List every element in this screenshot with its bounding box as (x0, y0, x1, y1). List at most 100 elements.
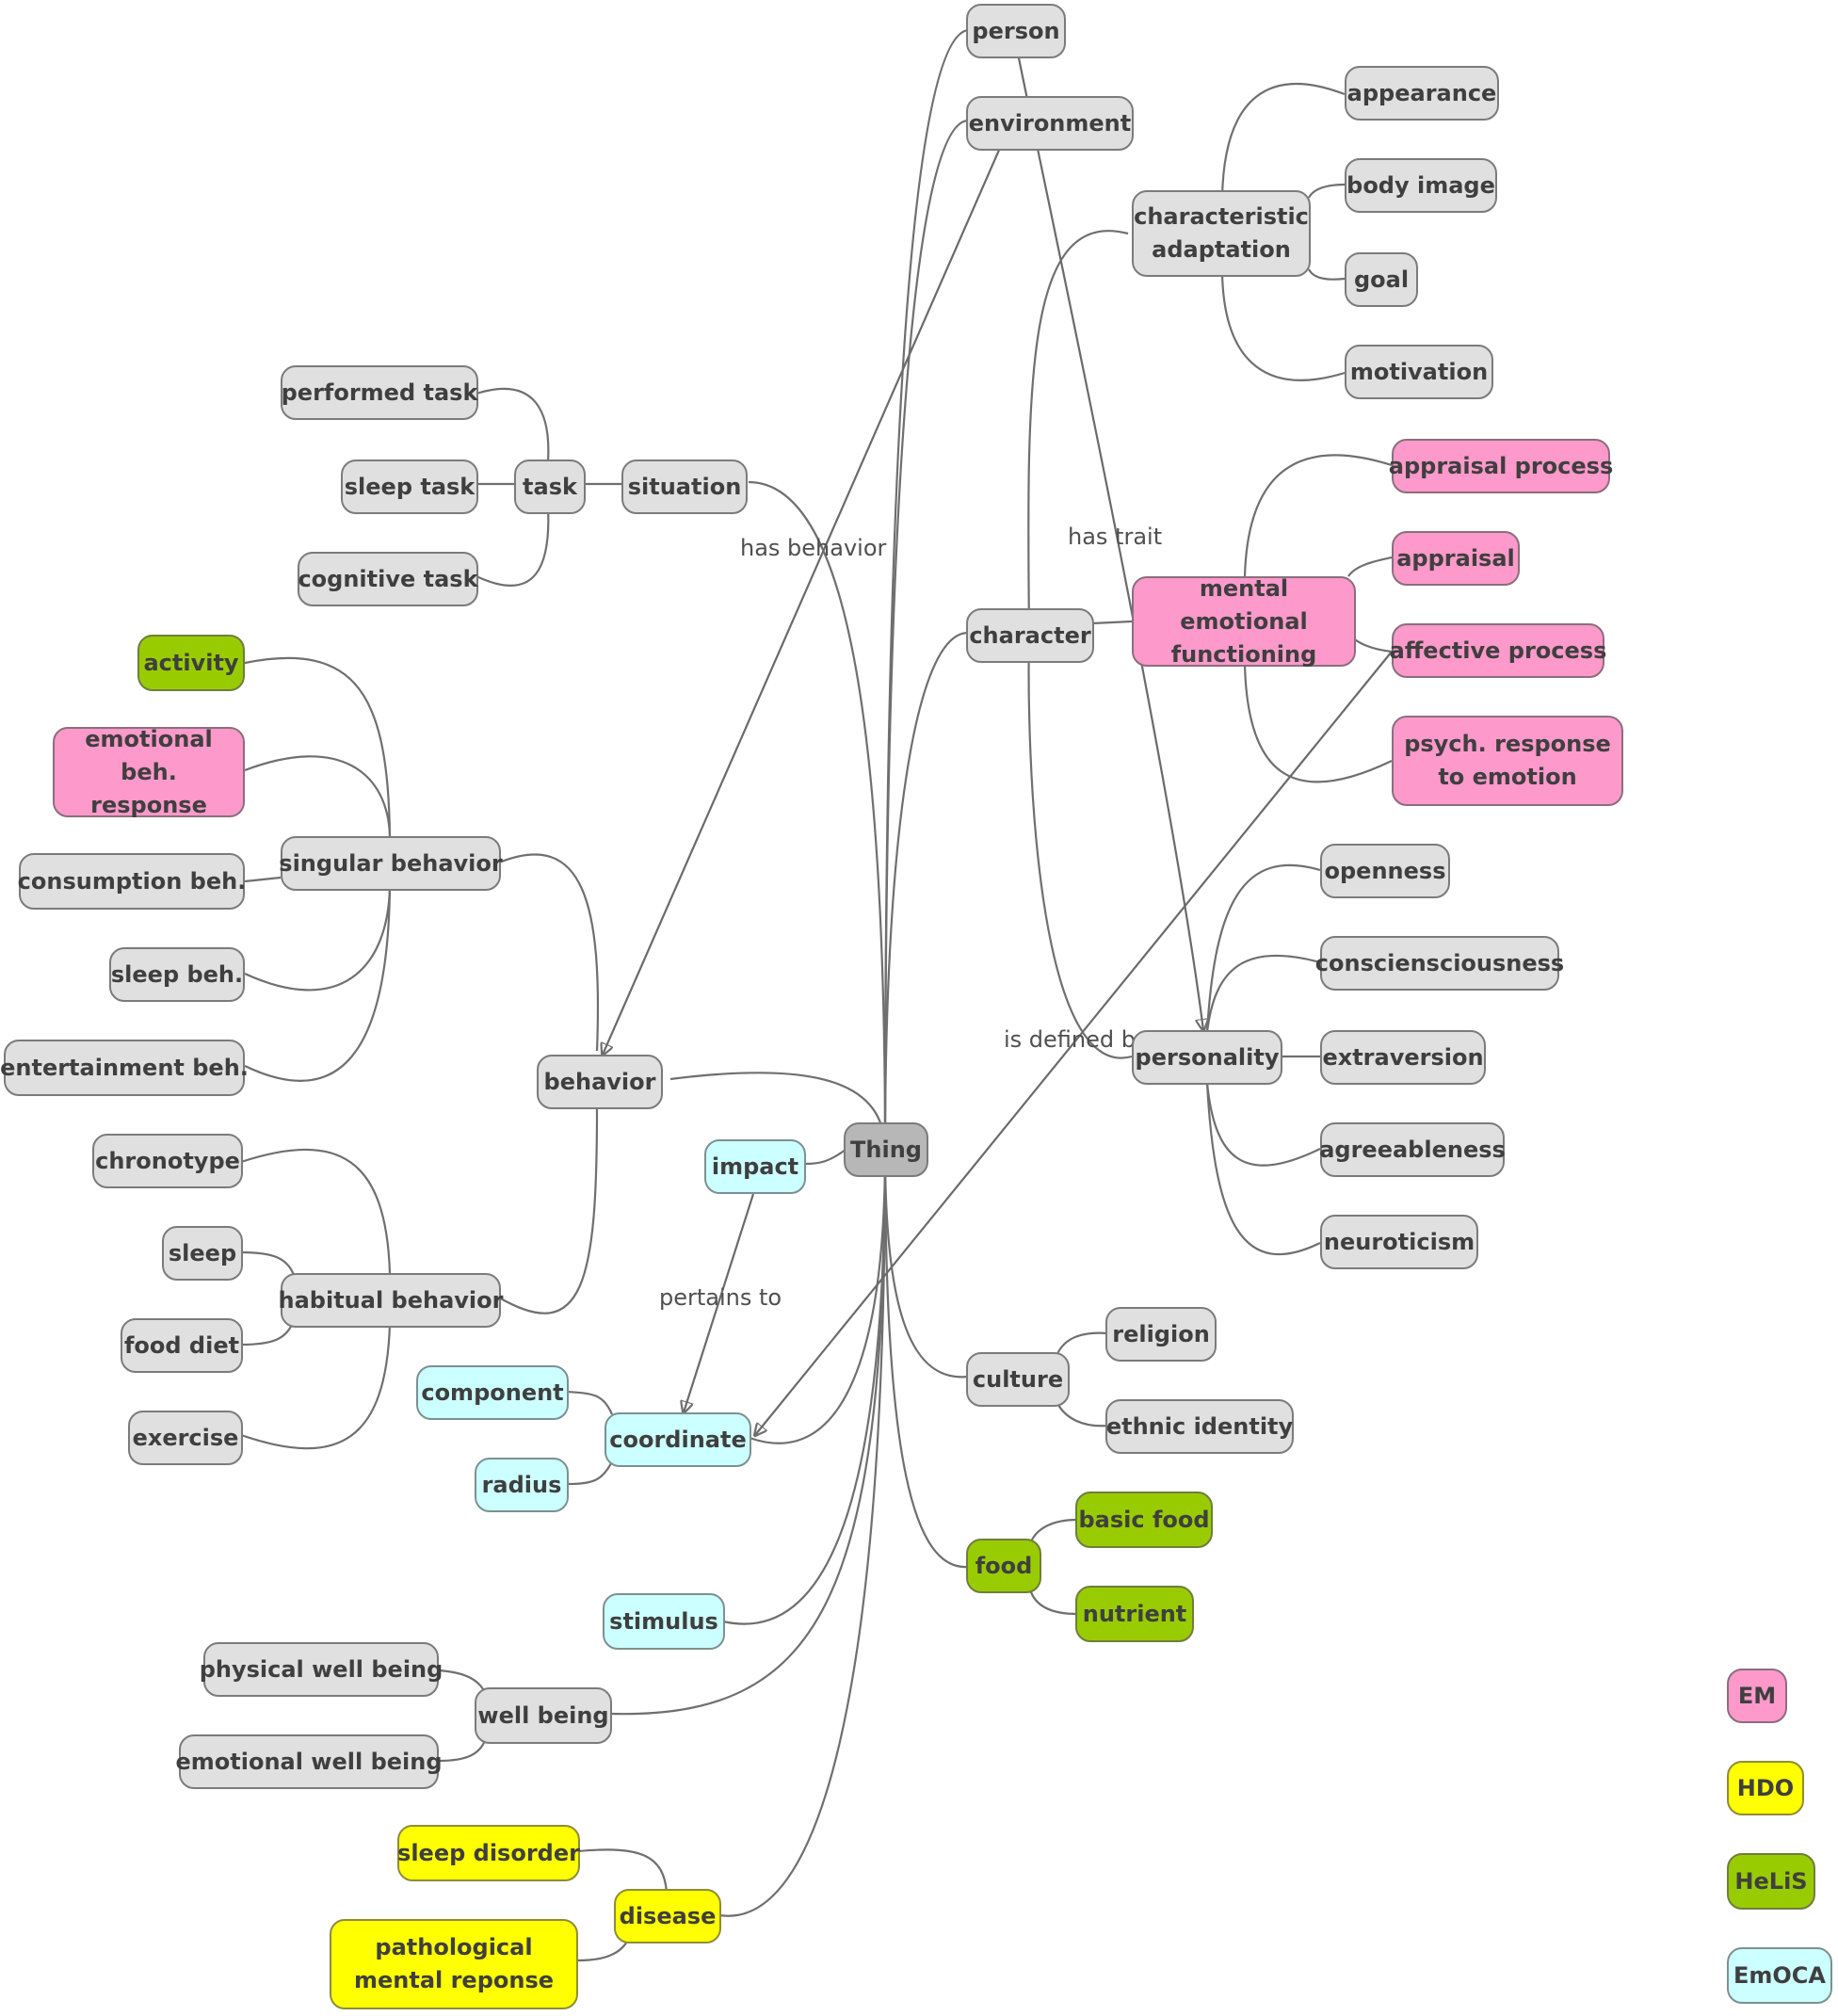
edge-thing-well-being (609, 1150, 887, 1716)
node-consumption-beh[interactable]: consumption beh. (18, 853, 246, 910)
edge-food-nutrient (1028, 1589, 1078, 1616)
node-body-image[interactable]: body image (1345, 158, 1497, 213)
edge-thing-environment (883, 119, 969, 1152)
node-openness[interactable]: openness (1320, 844, 1450, 898)
node-nutrient[interactable]: nutrient (1075, 1586, 1194, 1642)
edge-culture-ethnic (1055, 1400, 1108, 1427)
node-emotional-beh-response[interactable]: emotional beh. response (53, 726, 245, 818)
node-characteristic-adaptation[interactable]: characteristic adaptation (1132, 190, 1311, 277)
edge-thing-person (883, 28, 969, 1152)
edge-thing-impact (805, 1149, 846, 1166)
edge-mef-appraisal (1347, 556, 1393, 577)
edge-task-cognitive (476, 506, 550, 587)
node-disease[interactable]: disease (614, 1889, 721, 1943)
node-task[interactable]: task (514, 460, 586, 514)
edge-singular-entertainment (244, 886, 392, 1082)
edge-coordinate-radius (568, 1460, 613, 1486)
edge-personality-openness (1205, 863, 1321, 1033)
node-appraisal[interactable]: appraisal (1392, 531, 1520, 586)
edge-charadapt-goal (1308, 268, 1346, 281)
node-habitual-behavior[interactable]: habitual behavior (279, 1273, 503, 1328)
node-performed-task[interactable]: performed task (281, 365, 478, 420)
node-sleep-task[interactable]: sleep task (341, 460, 478, 514)
node-appraisal-process[interactable]: appraisal process (1389, 439, 1613, 493)
edge-env-charadapt (1027, 230, 1129, 634)
node-sleep[interactable]: sleep (162, 1226, 243, 1281)
edge-thing-situation (748, 480, 887, 1152)
edge-task-performed (476, 387, 550, 462)
node-neuroticism[interactable]: neuroticism (1320, 1215, 1478, 1269)
node-chronotype[interactable]: chronotype (92, 1134, 243, 1188)
edge-character-mef (1091, 620, 1133, 625)
node-culture[interactable]: culture (966, 1352, 1070, 1407)
relation-label-is-defined-by: is defined by (1004, 1026, 1150, 1053)
node-behavior[interactable]: behavior (537, 1055, 663, 1109)
edge-culture-religion (1055, 1331, 1108, 1357)
relation-label-has-behavior: has behavior (740, 535, 887, 561)
edge-food-basicfood (1028, 1518, 1078, 1545)
edge-coordinate-component (566, 1390, 614, 1415)
node-basic-food[interactable]: basic food (1075, 1492, 1213, 1548)
node-activity[interactable]: activity (137, 635, 245, 691)
node-consciensciousness[interactable]: consciensciousness (1315, 936, 1564, 991)
node-environment[interactable]: environment (966, 96, 1134, 151)
edge-mef-psych (1243, 664, 1393, 783)
edge-singular-emotional (244, 755, 392, 837)
edge-singular-activity (244, 656, 392, 837)
edge-personality-agreeableness (1205, 1082, 1321, 1167)
node-emotional-well-being[interactable]: emotional well being (175, 1734, 443, 1789)
edge-charadapt-appearance (1220, 82, 1346, 199)
edge-behavior-singular (498, 853, 600, 1052)
edge-charadapt-bodyimage (1308, 183, 1346, 199)
node-well-being[interactable]: well being (475, 1687, 612, 1744)
edge-behavior-habitual (498, 1108, 599, 1314)
node-affective-process[interactable]: affective process (1390, 623, 1606, 678)
node-physical-well-being[interactable]: physical well being (200, 1642, 443, 1697)
node-exercise[interactable]: exercise (128, 1411, 243, 1465)
node-stimulus[interactable]: stimulus (603, 1593, 725, 1650)
edge-thing-coordinate (749, 1150, 887, 1444)
node-extraversion[interactable]: extraversion (1320, 1030, 1486, 1085)
node-motivation[interactable]: motivation (1345, 345, 1493, 399)
node-agreeableness[interactable]: agreeableness (1319, 1122, 1506, 1177)
node-mental-emotional-functioning[interactable]: mental emotional functioning (1132, 575, 1356, 668)
node-singular-behavior[interactable]: singular behavior (279, 836, 503, 891)
node-situation[interactable]: situation (621, 460, 748, 514)
legend-helis: HeLiS (1727, 1853, 1815, 1910)
node-psych-response-to-emotion[interactable]: psych. response to emotion (1392, 716, 1623, 806)
edge-thing-culture (883, 1150, 969, 1379)
node-thing[interactable]: Thing (844, 1122, 928, 1177)
node-coordinate[interactable]: coordinate (605, 1412, 751, 1467)
edge-thing-food (883, 1150, 969, 1569)
node-goal[interactable]: goal (1345, 252, 1418, 307)
edge-habitual-chronotype (240, 1148, 392, 1274)
edge-thing-disease (718, 1150, 887, 1917)
relation-pertains-to-line (684, 1193, 755, 1412)
node-radius[interactable]: radius (475, 1458, 569, 1512)
node-food-diet[interactable]: food diet (121, 1318, 243, 1373)
edge-habitual-exercise (240, 1323, 392, 1450)
node-character[interactable]: character (966, 608, 1094, 663)
edge-personality-consc (1205, 954, 1321, 1033)
node-food[interactable]: food (966, 1539, 1041, 1593)
node-religion[interactable]: religion (1105, 1307, 1217, 1362)
node-ethnic-identity[interactable]: ethnic identity (1105, 1399, 1294, 1454)
edge-character-personality (1027, 632, 1133, 1059)
edge-disease-sleepdisorder (577, 1848, 669, 1894)
legend-hdo: HDO (1727, 1761, 1804, 1815)
edge-thing-stimulus (722, 1150, 887, 1625)
node-sleep-beh[interactable]: sleep beh. (109, 947, 245, 1002)
node-pathological-mental-reponse[interactable]: pathological mental reponse (330, 1919, 578, 2009)
node-cognitive-task[interactable]: cognitive task (298, 552, 478, 606)
edge-charadapt-motivation (1220, 272, 1346, 381)
node-person[interactable]: person (966, 4, 1066, 58)
node-personality[interactable]: personality (1132, 1030, 1282, 1085)
edge-wellbeing-emotional (438, 1737, 488, 1763)
node-appearance[interactable]: appearance (1345, 66, 1499, 121)
edge-thing-character (883, 631, 969, 1152)
node-entertainment-beh[interactable]: entertainment beh. (0, 1040, 249, 1096)
node-impact[interactable]: impact (704, 1139, 806, 1194)
node-sleep-disorder[interactable]: sleep disorder (397, 1825, 580, 1881)
node-component[interactable]: component (416, 1365, 569, 1420)
